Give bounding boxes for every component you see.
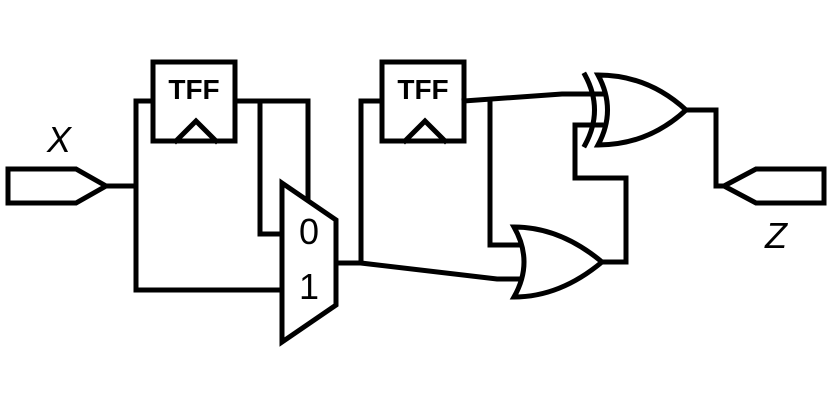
wire-x-to-mux-1 bbox=[133, 183, 285, 293]
wire-or-to-xor bbox=[572, 122, 629, 265]
input-port-x bbox=[5, 166, 112, 206]
input-label-x: X bbox=[46, 119, 73, 160]
tff-2 bbox=[379, 59, 467, 144]
wire-tff1-to-mux-0 bbox=[232, 98, 285, 237]
output-label-z: Z bbox=[764, 215, 788, 256]
tff-2-label: TFF bbox=[397, 74, 448, 105]
wire-tff2-to-or-gate bbox=[487, 97, 531, 248]
wire-mux-to-tff2 bbox=[358, 98, 385, 266]
mux bbox=[279, 178, 339, 347]
wire-mux-to-or-gate bbox=[358, 260, 531, 282]
wire-tff2-to-xor bbox=[461, 91, 604, 104]
output-port-z bbox=[718, 166, 827, 206]
or-gate bbox=[509, 224, 606, 300]
tff-1-clock-triangle bbox=[172, 117, 220, 145]
wire-tff1-to-mux-select bbox=[257, 98, 311, 202]
xor-gate bbox=[593, 72, 690, 148]
xor-gate-input-arc bbox=[581, 71, 597, 149]
wire-xor-to-output bbox=[683, 107, 727, 189]
mux-input-1-label: 1 bbox=[299, 266, 319, 307]
tff-2-clock-triangle bbox=[401, 117, 449, 145]
tff-1-label: TFF bbox=[168, 74, 219, 105]
wire-x-to-tff1 bbox=[103, 98, 156, 189]
mux-input-0-label: 0 bbox=[299, 211, 319, 252]
